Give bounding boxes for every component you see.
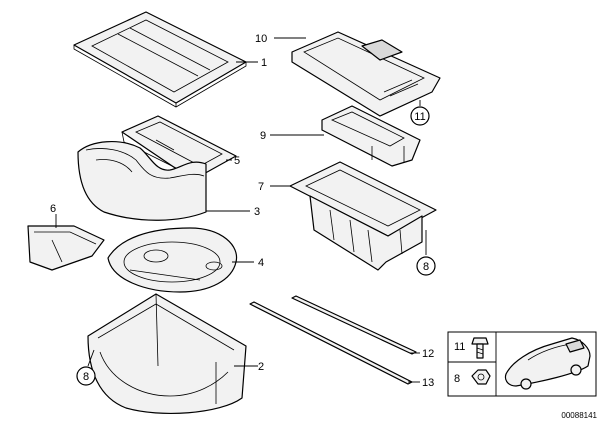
svg-text:8: 8 bbox=[83, 371, 89, 383]
part-12-strip bbox=[291, 295, 417, 355]
part-2-trunk-tub bbox=[87, 293, 247, 415]
nut-icon bbox=[471, 369, 491, 385]
drawing-number: 00088141 bbox=[561, 411, 597, 420]
leader-lines bbox=[55, 37, 427, 383]
callout-6: 6 bbox=[50, 203, 56, 215]
callout-3: 3 bbox=[254, 206, 260, 218]
car-location-icon bbox=[504, 337, 591, 390]
part-1-floor-cover bbox=[73, 11, 247, 108]
callout-4: 4 bbox=[258, 257, 264, 269]
part-3-side-trim bbox=[77, 141, 207, 221]
circled-ref-11: 11 bbox=[410, 106, 430, 126]
part-10-lid bbox=[291, 31, 441, 117]
callout-12: 12 bbox=[422, 348, 434, 360]
inset-label-8: 8 bbox=[454, 373, 460, 385]
callout-10: 10 bbox=[255, 33, 267, 45]
fastener-inset: 11 8 bbox=[447, 331, 597, 397]
svg-text:8: 8 bbox=[423, 261, 429, 273]
callout-5: 5 bbox=[234, 155, 240, 167]
part-4-wheel-tray-insert bbox=[107, 227, 238, 293]
inset-label-11: 11 bbox=[454, 341, 465, 353]
callout-2: 2 bbox=[258, 361, 264, 373]
part-9-holder bbox=[321, 105, 421, 167]
callout-labels: 1 2 3 4 5 6 7 9 10 12 13 bbox=[50, 33, 434, 389]
callout-9: 9 bbox=[260, 130, 266, 142]
callout-13: 13 bbox=[422, 377, 434, 389]
bolt-icon bbox=[471, 337, 489, 359]
callout-1: 1 bbox=[261, 57, 267, 69]
part-6-insert bbox=[27, 225, 105, 271]
callout-7: 7 bbox=[258, 181, 264, 193]
circled-ref-8-tub: 8 bbox=[76, 366, 96, 386]
part-7-storage-box bbox=[289, 161, 437, 271]
svg-text:11: 11 bbox=[414, 111, 425, 123]
circled-ref-8-box: 8 bbox=[416, 256, 436, 276]
